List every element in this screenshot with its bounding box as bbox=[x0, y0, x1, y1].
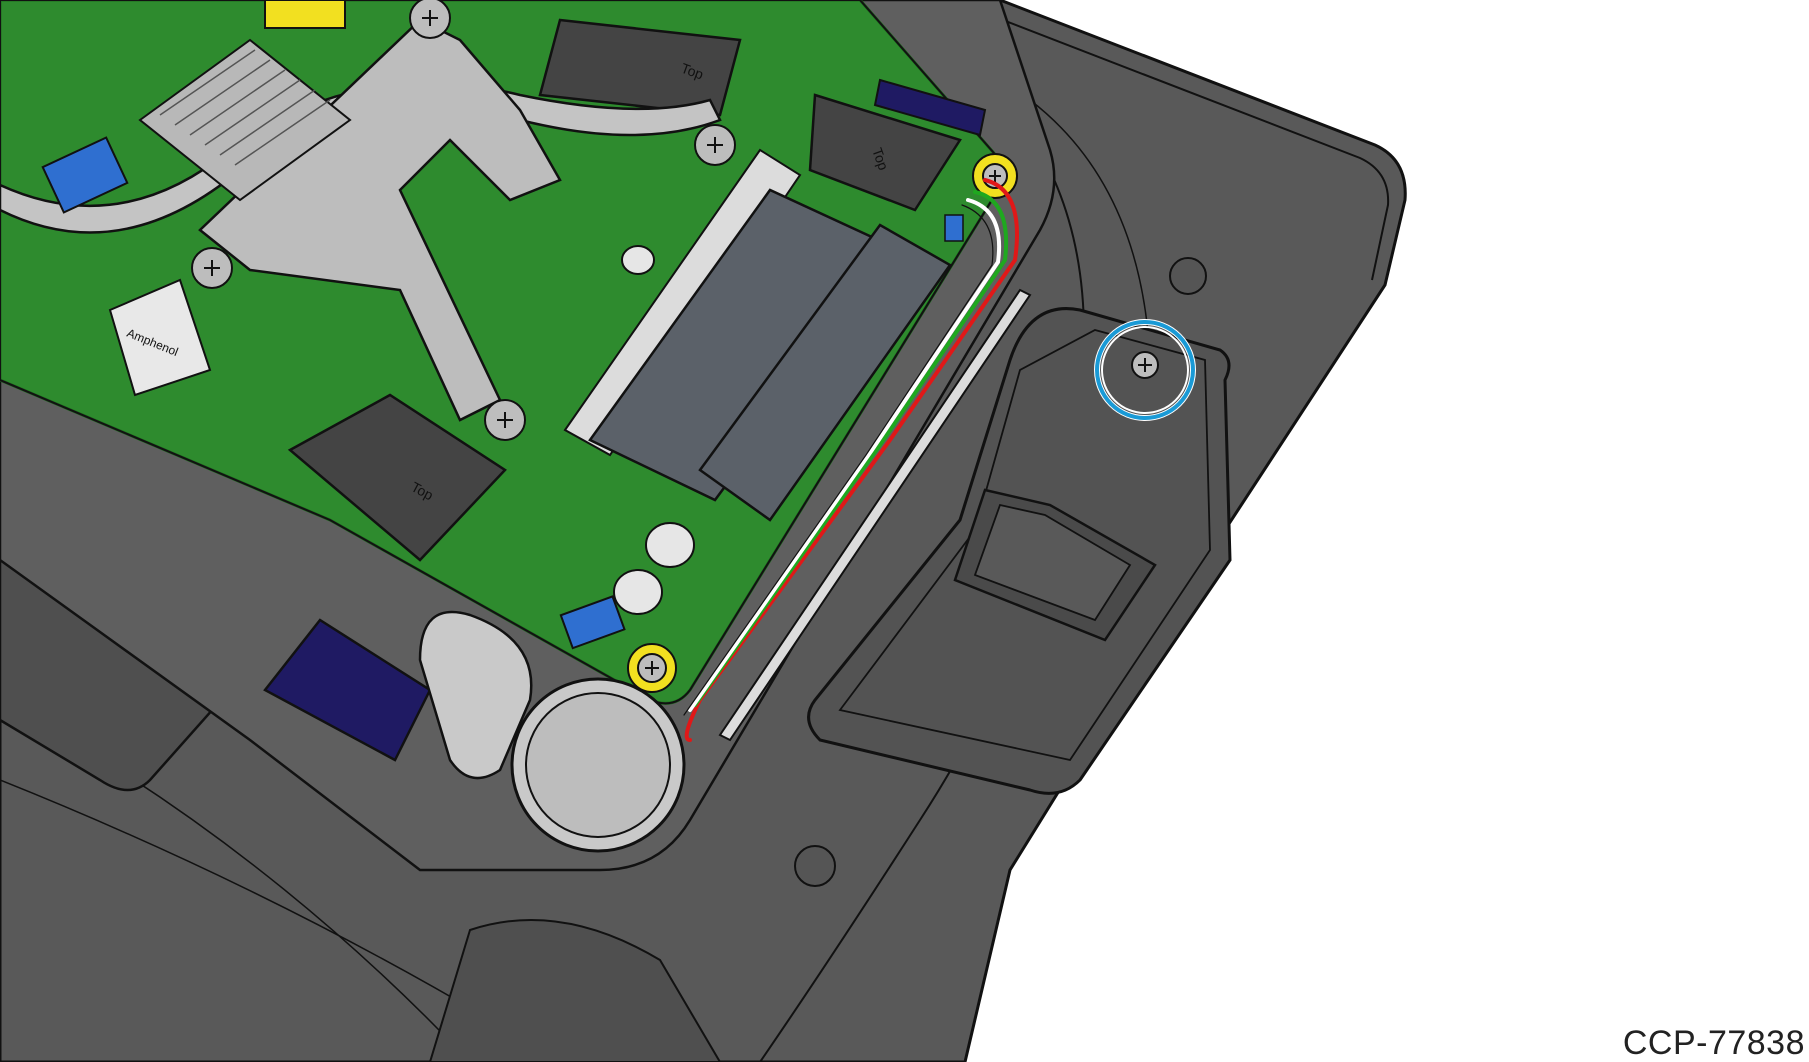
chip-top-1: Top bbox=[538, 18, 742, 117]
housing-rim bbox=[989, 14, 1390, 281]
bracket bbox=[807, 307, 1232, 795]
heatsink-screw-3 bbox=[191, 247, 233, 289]
bracket-inner bbox=[838, 329, 1211, 762]
chip-top-1-label: Top bbox=[679, 60, 706, 83]
blue-connector-3 bbox=[944, 214, 964, 242]
callout-circle bbox=[1094, 319, 1196, 421]
heatsink-frame bbox=[198, 18, 562, 422]
chip-top-3: Top bbox=[287, 393, 507, 562]
heatsink-screw-4 bbox=[484, 399, 526, 441]
heatsink bbox=[0, 0, 736, 441]
capacitors bbox=[613, 245, 695, 615]
heatsink-fins bbox=[138, 38, 352, 202]
battery-holder bbox=[418, 610, 533, 780]
blue-connector-2 bbox=[559, 595, 626, 650]
board-screw-2 bbox=[627, 643, 677, 693]
highlighted-screw bbox=[1131, 351, 1159, 379]
navy-connector-top bbox=[873, 78, 987, 137]
coin-battery bbox=[510, 677, 686, 853]
housing-boss-2 bbox=[794, 845, 836, 887]
wire-white bbox=[688, 198, 1002, 712]
wire-green bbox=[693, 190, 1009, 707]
chip-top-2: Top bbox=[808, 93, 962, 212]
figure-id-label: CCP-77838 bbox=[1622, 1024, 1805, 1062]
ram-slot bbox=[563, 148, 802, 457]
side-rail bbox=[718, 288, 1032, 742]
wire-outline bbox=[683, 204, 994, 716]
wire-red bbox=[684, 178, 1019, 742]
blue-connector-1 bbox=[41, 136, 129, 214]
amphenol-connector: Amphenol bbox=[108, 278, 212, 397]
chip-top-2-label: Top bbox=[869, 146, 892, 173]
ram-module-2 bbox=[698, 223, 952, 522]
housing-foot-bottom bbox=[428, 919, 722, 1062]
yellow-connector bbox=[264, 0, 346, 29]
heatsink-screw-1 bbox=[409, 0, 451, 39]
cable-harness bbox=[683, 178, 1019, 742]
heatsink-screw-2 bbox=[694, 124, 736, 166]
bracket-window-inner bbox=[973, 503, 1132, 622]
housing-boss-1 bbox=[1169, 257, 1207, 295]
